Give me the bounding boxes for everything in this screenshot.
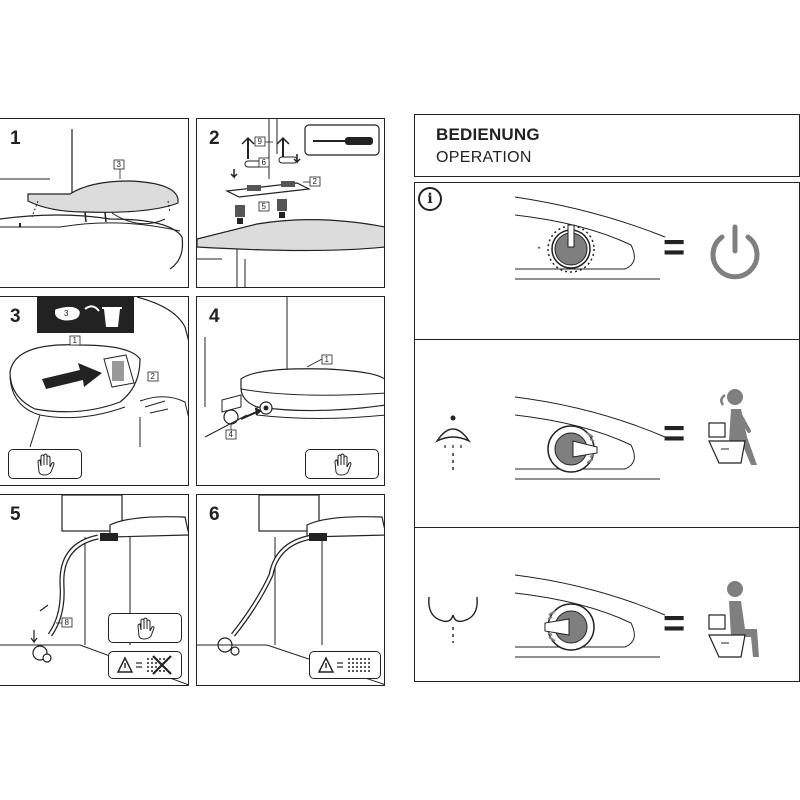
hand-badge [8,449,82,479]
callout-label: 1 [324,355,329,364]
step-6-illustration [197,495,384,685]
warning-badge [108,651,182,679]
warning-triangle-icon [116,655,172,675]
step-3-panel: 3 3 1 2 [0,296,189,486]
step-6-number: 6 [209,504,220,525]
hand-badge [305,449,379,479]
power-icon [710,224,760,280]
step-1-illustration [0,129,184,270]
callout-label: 2 [312,177,317,186]
operation-header: BEDIENUNG OPERATION [414,114,800,177]
callout-label: 1 [72,336,77,345]
warning-badge [309,651,381,679]
svg-text:ᐩ: ᐩ [537,245,541,256]
callout-label: 9 [257,137,262,146]
row-divider [415,527,799,528]
operation-subtitle: OPERATION [436,149,532,166]
step-2-number: 2 [209,128,220,149]
step-4-illustration [204,297,384,440]
callout-label: 5 [261,202,266,211]
step-1-number: 1 [10,128,21,149]
hand-badge [108,613,182,643]
knob-rear-illustration [514,574,666,658]
trash-bin-icon [104,309,105,310]
step-6-panel: 6 [196,494,385,686]
hand-icon [334,453,352,476]
info-icon: i [418,187,442,211]
header-badge-label: 3 [64,309,69,318]
step-3-number: 3 [10,306,21,327]
step-5-panel: 5 8 [0,494,189,686]
shower-spray-icon [434,415,472,470]
row-divider [415,339,799,340]
hand-icon [137,617,155,640]
knob-off-illustration: ᐩ [514,196,666,280]
operation-table: i ᐩ = = [414,182,800,682]
warning-triangle-icon [317,656,370,673]
step-5-number: 5 [10,504,21,525]
step-2-illustration [197,119,384,287]
woman-seated-icon [708,389,757,465]
callout-label: 3 [116,160,121,169]
equals-sign: = [663,603,686,645]
step-3-illustration [9,297,188,448]
screwdriver-icon [313,137,373,145]
equals-sign: = [663,413,686,455]
callout-label: 2 [150,372,155,381]
callout-label: 4 [228,430,233,439]
knob-front-illustration [514,396,666,480]
step-4-panel: 4 1 4 [196,296,385,486]
man-seated-icon [708,581,759,658]
hand-icon [37,453,55,476]
equals-sign: = [663,227,686,269]
step-2-panel: 2 9 6 2 5 [196,118,385,288]
operation-title: BEDIENUNG [436,125,540,144]
step-4-number: 4 [209,306,220,327]
callout-label: 6 [261,158,266,167]
step-1-panel: 1 3 [0,118,189,288]
rear-wash-icon [428,596,478,643]
callout-label: 8 [64,618,69,627]
